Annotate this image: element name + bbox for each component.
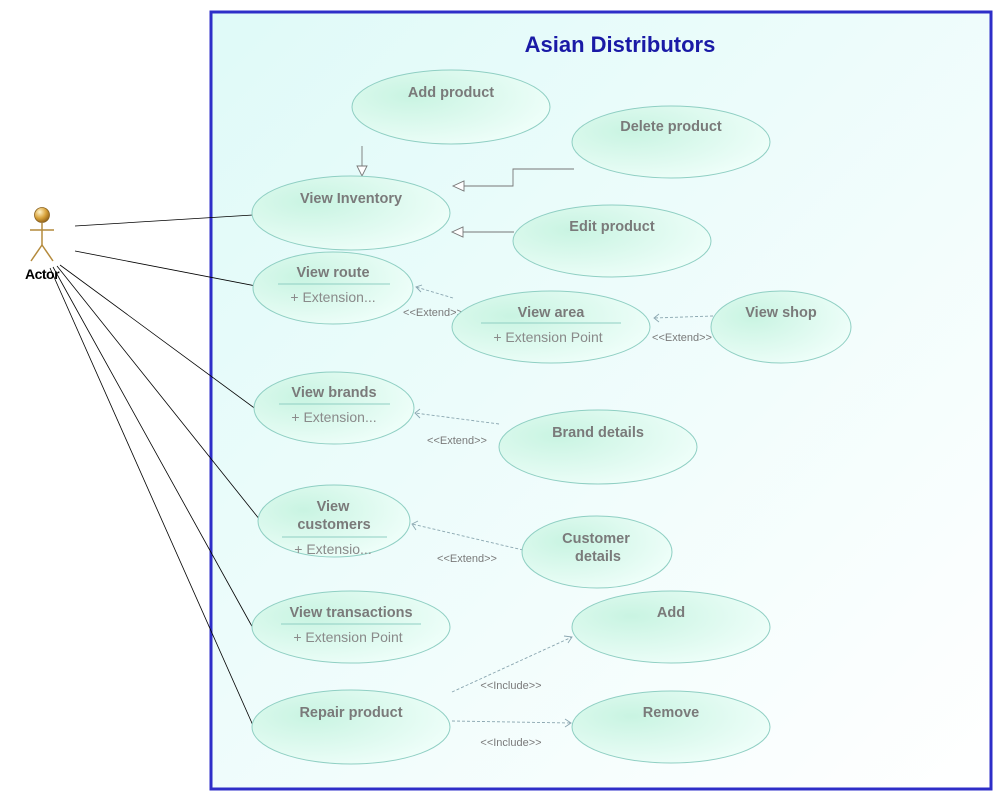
extend-area-to-route-head bbox=[415, 284, 423, 293]
use-case-view-area[interactable]: View area + Extension Point bbox=[451, 290, 651, 364]
assoc-view-inventory bbox=[74, 214, 254, 227]
actor-associations bbox=[49, 214, 261, 731]
extend-brand-details-to-brands bbox=[414, 412, 500, 425]
extend-label-area: <<Extend>> bbox=[652, 332, 712, 344]
use-case-remove[interactable]: Remove bbox=[571, 690, 771, 764]
assoc-view-route bbox=[74, 250, 257, 287]
use-case-customer-details[interactable]: Customer details bbox=[521, 515, 673, 589]
extend-customer-details-to-customers bbox=[411, 523, 524, 551]
use-case-title: Delete product bbox=[620, 119, 722, 135]
use-case-delete-product[interactable]: Delete product bbox=[571, 105, 771, 179]
use-case-title: Edit product bbox=[569, 219, 655, 235]
assoc-repair-product bbox=[49, 267, 256, 731]
extension-points: + Extension Point bbox=[493, 329, 602, 345]
gen-edit-product-head bbox=[450, 226, 464, 238]
use-case-title-line1: Customer bbox=[562, 531, 630, 547]
use-case-title-line2: customers bbox=[297, 517, 370, 533]
use-case-view-brands[interactable]: View brands + Extension... bbox=[253, 371, 415, 445]
actor-left-leg bbox=[30, 244, 43, 262]
actor-head bbox=[34, 207, 50, 223]
use-case-view-customers[interactable]: View customers + Extensio... bbox=[257, 484, 411, 558]
actor-right-leg bbox=[41, 244, 54, 262]
system-title: Asian Distributors bbox=[525, 32, 716, 57]
extend-customer-details-head bbox=[411, 520, 419, 531]
include-label-add: <<Include>> bbox=[480, 680, 541, 692]
use-case-title: View route bbox=[296, 265, 369, 281]
extension-points: + Extensio... bbox=[294, 541, 371, 557]
use-case-title: Brand details bbox=[552, 425, 644, 441]
include-repair-to-add bbox=[451, 636, 573, 693]
generalizations bbox=[356, 146, 574, 238]
use-case-repair-product[interactable]: Repair product bbox=[251, 689, 451, 765]
use-case-view-route[interactable]: View route + Extension... bbox=[252, 251, 414, 325]
use-case-title-line2: details bbox=[575, 549, 621, 565]
use-case-add[interactable]: Add bbox=[571, 590, 771, 664]
use-case-title-line1: View bbox=[317, 499, 351, 515]
assoc-view-transactions bbox=[52, 266, 255, 631]
use-case-title: View shop bbox=[745, 305, 817, 321]
use-case-title: Add bbox=[657, 605, 685, 621]
assoc-view-customers bbox=[56, 265, 261, 521]
extend-shop-to-area-head bbox=[653, 313, 660, 323]
gen-add-product-head bbox=[356, 165, 368, 178]
extend-brand-details-head bbox=[414, 408, 421, 419]
use-case-view-inventory[interactable]: View Inventory bbox=[251, 175, 451, 251]
gen-delete-product-line bbox=[464, 168, 574, 187]
extend-area-to-route bbox=[415, 286, 454, 299]
extend-label-route: <<Extend>> bbox=[403, 307, 463, 319]
gen-delete-product-head bbox=[451, 180, 465, 192]
dependencies bbox=[411, 284, 714, 728]
use-case-add-product[interactable]: Add product bbox=[351, 69, 551, 145]
use-case-view-transactions[interactable]: View transactions + Extension Point bbox=[251, 590, 451, 664]
assoc-view-brands bbox=[59, 264, 258, 411]
use-case-title: Repair product bbox=[299, 705, 402, 721]
extension-points: + Extension... bbox=[291, 409, 376, 425]
use-case-title: View Inventory bbox=[300, 191, 402, 207]
extend-label-brands: <<Extend>> bbox=[427, 435, 487, 447]
include-repair-to-add-head bbox=[563, 635, 573, 644]
use-case-title: View brands bbox=[291, 385, 376, 401]
use-case-title: View transactions bbox=[289, 605, 412, 621]
use-case-brand-details[interactable]: Brand details bbox=[498, 409, 698, 485]
use-case-title: Remove bbox=[643, 705, 699, 721]
use-case-title: View area bbox=[518, 305, 586, 321]
extend-label-customers: <<Extend>> bbox=[437, 553, 497, 565]
include-label-remove: <<Include>> bbox=[480, 737, 541, 749]
extension-points: + Extension... bbox=[290, 289, 375, 305]
include-repair-to-remove-head bbox=[564, 718, 572, 728]
extension-points: + Extension Point bbox=[293, 629, 402, 645]
use-case-edit-product[interactable]: Edit product bbox=[512, 204, 712, 278]
use-case-title: Add product bbox=[408, 85, 494, 101]
actor-label: Actor bbox=[25, 266, 60, 282]
use-case-view-shop[interactable]: View shop bbox=[710, 290, 852, 364]
actor[interactable]: Actor bbox=[25, 207, 61, 283]
